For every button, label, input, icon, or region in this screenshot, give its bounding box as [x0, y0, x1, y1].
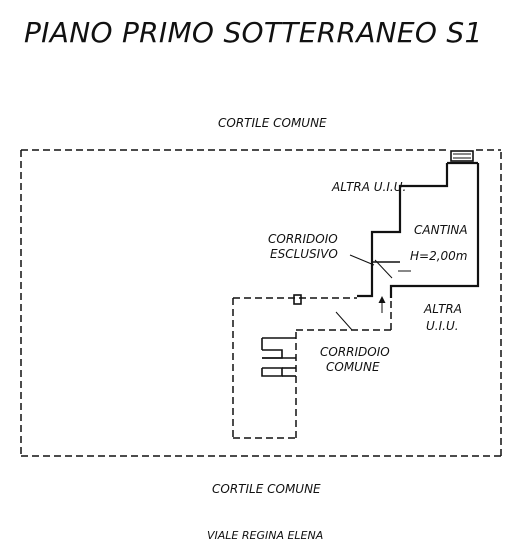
corridoio-comune-label-1: CORRIDOIO: [320, 345, 390, 359]
vent-detail: [450, 150, 474, 162]
altra-uiu-label-2b: U.I.U.: [426, 319, 459, 333]
cantina-height-label: H=2,00m: [410, 249, 468, 263]
entry-arrow-icon: [378, 296, 386, 313]
corridoio-esclusivo-marks: [374, 259, 411, 279]
outer-boundary: [20, 149, 502, 457]
viale-label: VIALE REGINA ELENA: [207, 529, 323, 542]
corridoio-esclusivo-label-2: ESCLUSIVO: [270, 247, 338, 261]
corridoio-comune-area: [232, 294, 392, 439]
corridoio-esclusivo-label-1: CORRIDOIO: [268, 232, 338, 246]
altra-uiu-label-1: ALTRA U.I.U.: [331, 180, 406, 194]
plan-title: PIANO PRIMO SOTTERRANEO S1: [24, 16, 483, 49]
corridoio-comune-label-2: COMUNE: [326, 360, 380, 374]
cortile-top-label: CORTILE COMUNE: [218, 116, 327, 130]
stairs: [261, 337, 296, 377]
cantina-label: CANTINA: [414, 223, 468, 237]
altra-uiu-label-2a: ALTRA: [423, 302, 462, 316]
corridoio-comune-leader: [335, 311, 353, 331]
cantina-walls: [357, 161, 480, 298]
corridoio-esclusivo-leader: [349, 254, 375, 266]
cortile-bottom-label: CORTILE COMUNE: [212, 482, 321, 496]
